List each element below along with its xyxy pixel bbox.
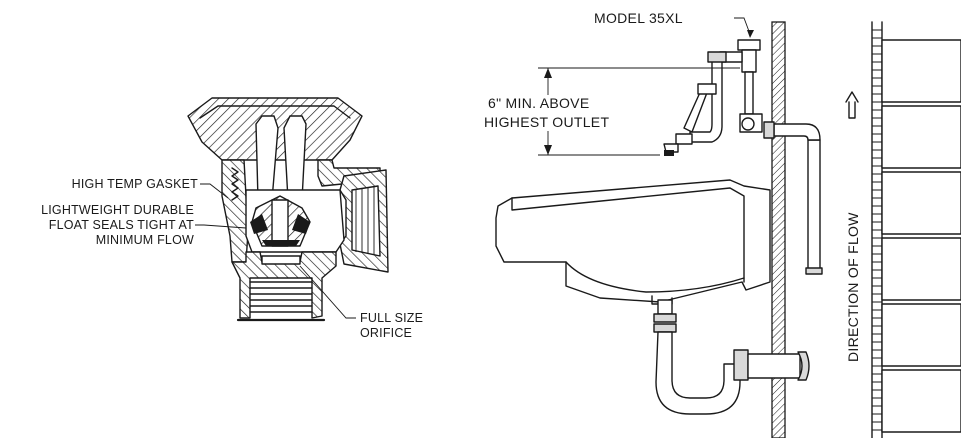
label-float-1: LIGHTWEIGHT DURABLE xyxy=(41,203,194,217)
model-leader xyxy=(734,17,751,35)
label-float-3: MINIMUM FLOW xyxy=(96,233,194,247)
cap-vent-left xyxy=(255,115,279,201)
supply-fitting xyxy=(763,121,775,139)
valve-cross-section xyxy=(187,97,389,322)
trap-arm xyxy=(747,353,801,379)
spout xyxy=(675,133,693,145)
model-35xl-body xyxy=(741,49,757,73)
orifice xyxy=(261,255,301,265)
supply-pipe xyxy=(763,121,823,275)
valve-cap-inner xyxy=(199,105,351,119)
brick-6 xyxy=(881,369,961,433)
float-lip xyxy=(262,240,300,246)
trap-bend xyxy=(655,331,741,415)
trap-nut xyxy=(733,349,749,381)
supply-vertical xyxy=(807,139,821,273)
sink xyxy=(495,179,771,305)
sink-rim xyxy=(511,187,745,283)
label-height-1: 6" MIN. ABOVE xyxy=(488,95,589,111)
label-gasket: HIGH TEMP GASKET xyxy=(72,177,199,191)
float-seal xyxy=(250,214,310,234)
trap xyxy=(653,299,810,415)
supply-cap xyxy=(805,267,823,275)
outlet-thread xyxy=(355,187,375,255)
valve-body-left-wall xyxy=(221,159,249,263)
label-orifice-1: FULL SIZE xyxy=(360,311,423,325)
float-stem xyxy=(271,199,289,247)
vacuum-breaker-assembly xyxy=(663,39,763,156)
valve-leaders xyxy=(195,183,356,319)
gooseneck xyxy=(689,53,723,143)
orifice-leader xyxy=(299,265,356,319)
model-35xl-stem xyxy=(744,71,754,115)
trap-arm-end xyxy=(797,351,810,381)
supply-elbow xyxy=(773,123,821,141)
brick-3 xyxy=(881,171,961,235)
label-orifice-2: ORIFICE xyxy=(360,326,412,340)
model-35xl-cap xyxy=(737,39,761,51)
brick-4 xyxy=(881,237,961,301)
cap-vent-right xyxy=(283,115,307,201)
tee-handle-icon xyxy=(741,117,755,131)
brick-column xyxy=(871,21,961,439)
valve-thread-left xyxy=(231,167,239,201)
valve-body-lower xyxy=(231,251,337,319)
flow-arrow-icon xyxy=(845,91,859,119)
inlet-threads xyxy=(249,281,313,313)
spout-aerator xyxy=(664,150,674,156)
gasket-leader xyxy=(200,183,229,199)
wrist-handle-bar xyxy=(697,83,717,95)
tailpiece xyxy=(657,299,673,315)
float-leader xyxy=(195,224,247,229)
label-flow: DIRECTION OF FLOW xyxy=(845,212,861,362)
label-height-2: HIGHEST OUTLET xyxy=(484,114,609,130)
slip-nut-upper xyxy=(653,313,677,323)
brick-5 xyxy=(881,303,961,367)
gooseneck-nut xyxy=(707,51,727,63)
brick-1 xyxy=(881,39,961,103)
label-float-2: FLOAT SEALS TIGHT AT xyxy=(49,218,194,232)
label-model: MODEL 35XL xyxy=(594,10,683,26)
valve-outlet-inner xyxy=(351,185,381,257)
sink-bowl xyxy=(565,261,745,293)
slip-nut-lower xyxy=(653,323,677,333)
brick-2 xyxy=(881,105,961,169)
sink-basin xyxy=(495,179,771,303)
model-leader-arrow xyxy=(747,30,754,38)
